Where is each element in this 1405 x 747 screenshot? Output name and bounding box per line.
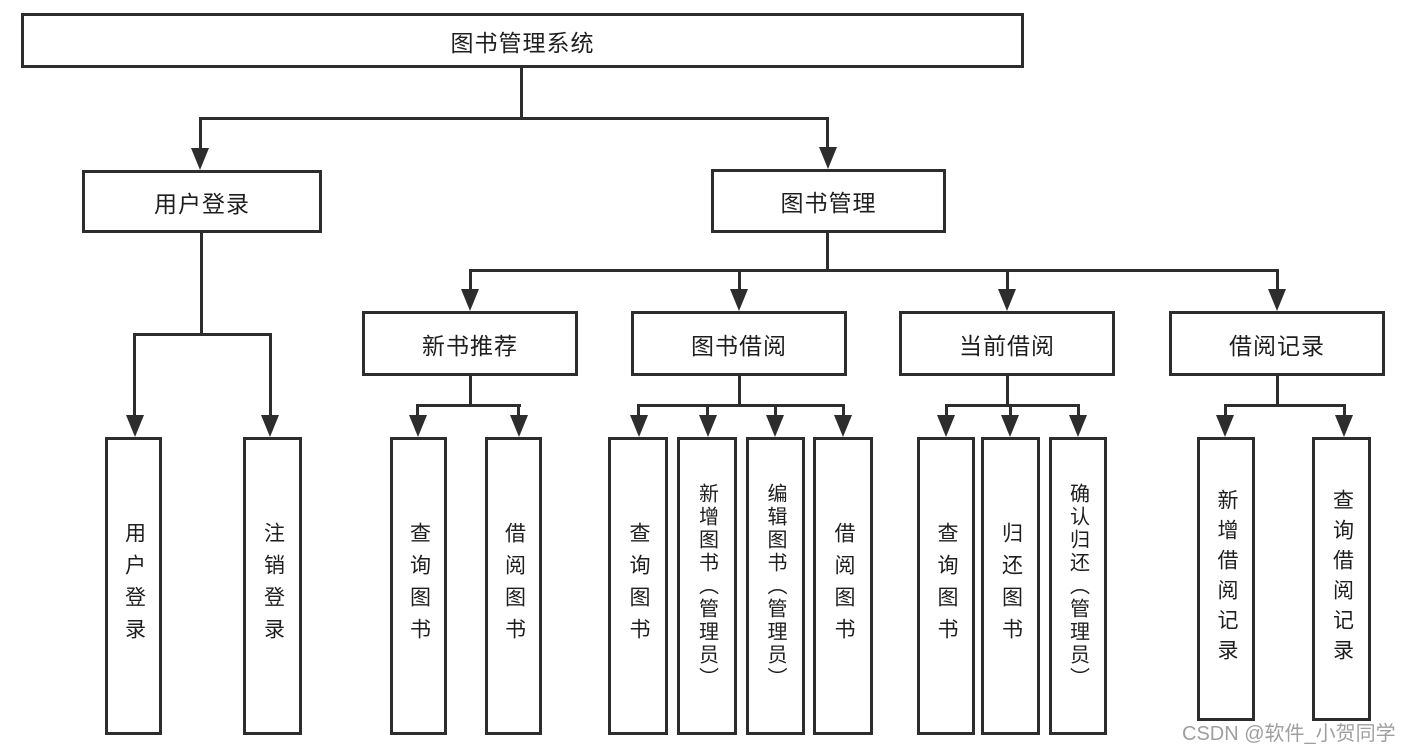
connector-line bbox=[520, 68, 523, 120]
arrowhead bbox=[1335, 415, 1353, 437]
node-borrow-records-label: 借阅记录 bbox=[1229, 332, 1325, 359]
arrowhead bbox=[730, 289, 748, 311]
arrowhead bbox=[630, 415, 648, 437]
connector-line bbox=[1077, 404, 1080, 418]
connector-line bbox=[945, 404, 948, 418]
connector-line bbox=[945, 404, 1080, 407]
connector-line bbox=[469, 269, 472, 292]
csdn-watermark: CSDN @软件_小贺同学 bbox=[1182, 723, 1396, 745]
arrowhead bbox=[191, 148, 209, 170]
leaf-user-login: 用户登录 bbox=[105, 437, 162, 735]
arrowhead bbox=[1069, 415, 1087, 437]
leaf-label: 确认归还（管理员） bbox=[1066, 482, 1089, 690]
connector-line bbox=[200, 233, 203, 336]
arrowhead bbox=[937, 415, 955, 437]
arrowhead bbox=[1268, 289, 1286, 311]
arrowhead bbox=[126, 415, 144, 437]
leaf-label: 查询图书 bbox=[627, 522, 650, 650]
connector-line bbox=[416, 404, 419, 418]
connector-line bbox=[706, 404, 709, 418]
arrowhead bbox=[1001, 415, 1019, 437]
connector-line bbox=[199, 117, 202, 151]
connector-line bbox=[842, 404, 845, 418]
leaf-label: 借阅图书 bbox=[832, 522, 855, 650]
leaf-label: 查询图书 bbox=[407, 522, 431, 650]
node-user-login: 用户登录 bbox=[82, 170, 322, 233]
connector-line bbox=[1276, 376, 1279, 406]
node-user-login-label: 用户登录 bbox=[154, 190, 250, 217]
connector-line bbox=[738, 269, 741, 292]
arrowhead bbox=[261, 415, 279, 437]
connector-line bbox=[1224, 404, 1227, 418]
node-new-book-recommend-label: 新书推荐 bbox=[422, 332, 518, 359]
connector-line bbox=[1009, 404, 1012, 418]
node-new-book-recommend: 新书推荐 bbox=[362, 311, 578, 376]
leaf-query-borrow-record: 查询借阅记录 bbox=[1312, 437, 1371, 721]
node-book-management: 图书管理 bbox=[711, 169, 946, 233]
connector-line bbox=[133, 333, 136, 417]
leaf-label: 查询借阅记录 bbox=[1330, 489, 1354, 669]
arrowhead bbox=[510, 415, 528, 437]
node-root-label: 图书管理系统 bbox=[450, 29, 595, 56]
arrowhead bbox=[998, 289, 1016, 311]
node-book-borrow-label: 图书借阅 bbox=[691, 332, 787, 359]
node-root: 图书管理系统 bbox=[21, 13, 1024, 68]
leaf-query-book-recommend: 查询图书 bbox=[390, 437, 447, 735]
leaf-label: 编辑图书（管理员） bbox=[764, 482, 786, 690]
leaf-borrow-book-recommend: 借阅图书 bbox=[485, 437, 542, 735]
connector-line bbox=[1006, 269, 1009, 292]
node-book-management-label: 图书管理 bbox=[780, 190, 877, 216]
arrowhead bbox=[819, 147, 837, 169]
arrowhead bbox=[461, 289, 479, 311]
leaf-return-book: 归还图书 bbox=[981, 437, 1040, 735]
leaf-borrow-book: 借阅图书 bbox=[813, 437, 873, 735]
leaf-logout-login: 注销登录 bbox=[243, 437, 302, 735]
leaf-label: 新增图书（管理员） bbox=[695, 482, 718, 690]
connector-line bbox=[133, 333, 272, 336]
connector-line bbox=[517, 404, 520, 418]
connector-line bbox=[826, 233, 829, 272]
connector-line bbox=[1276, 269, 1279, 292]
connector-line bbox=[1006, 376, 1009, 406]
connector-line bbox=[469, 269, 1279, 272]
connector-line bbox=[826, 117, 829, 150]
node-book-borrow: 图书借阅 bbox=[631, 311, 847, 376]
leaf-confirm-return-admin: 确认归还（管理员） bbox=[1049, 437, 1107, 735]
connector-line bbox=[774, 404, 777, 418]
arrowhead bbox=[834, 415, 852, 437]
leaf-label: 注销登录 bbox=[261, 522, 285, 650]
leaf-label: 新增借阅记录 bbox=[1215, 489, 1238, 669]
connector-line bbox=[1224, 404, 1346, 407]
leaf-add-book-admin: 新增图书（管理员） bbox=[677, 437, 737, 735]
node-current-borrow: 当前借阅 bbox=[899, 311, 1115, 376]
node-current-borrow-label: 当前借阅 bbox=[959, 332, 1055, 359]
leaf-edit-book-admin: 编辑图书（管理员） bbox=[746, 437, 805, 735]
leaf-label: 查询图书 bbox=[935, 522, 958, 650]
connector-line bbox=[738, 376, 741, 406]
leaf-label: 借阅图书 bbox=[502, 522, 526, 650]
connector-line bbox=[269, 333, 272, 417]
connector-line bbox=[469, 376, 472, 406]
connector-line bbox=[416, 404, 521, 407]
arrowhead bbox=[699, 415, 717, 437]
connector-line bbox=[637, 404, 845, 407]
arrowhead bbox=[409, 415, 427, 437]
leaf-add-borrow-record: 新增借阅记录 bbox=[1197, 437, 1255, 721]
leaf-query-book-current: 查询图书 bbox=[917, 437, 975, 735]
leaf-label: 用户登录 bbox=[122, 522, 146, 650]
connector-line bbox=[1343, 404, 1346, 418]
connector-line bbox=[637, 404, 640, 418]
connector-line bbox=[199, 117, 829, 120]
arrowhead bbox=[1216, 415, 1234, 437]
leaf-query-book-borrow: 查询图书 bbox=[608, 437, 668, 735]
node-borrow-records: 借阅记录 bbox=[1169, 311, 1385, 376]
leaf-label: 归还图书 bbox=[999, 522, 1023, 650]
arrowhead bbox=[766, 415, 784, 437]
